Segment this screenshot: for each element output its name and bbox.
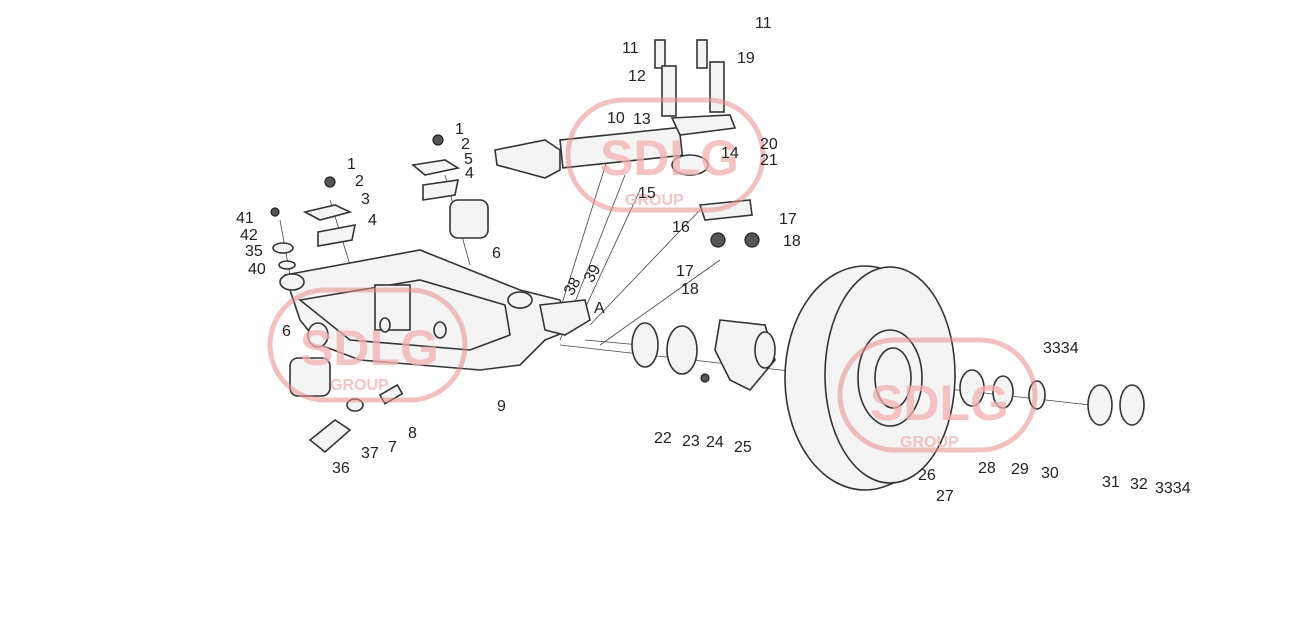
part-label: 11 bbox=[622, 40, 639, 57]
part-label: 8 bbox=[408, 425, 417, 442]
part-label: 1 bbox=[347, 156, 356, 173]
part-label: 18 bbox=[681, 281, 699, 298]
svg-text:SDLG: SDLG bbox=[300, 320, 439, 376]
part-label: 19 bbox=[737, 50, 755, 67]
part-label: 15 bbox=[638, 185, 656, 202]
svg-text:GROUP: GROUP bbox=[625, 192, 684, 209]
part-label: 26 bbox=[918, 467, 936, 484]
part-label: 41 bbox=[236, 210, 254, 227]
part-labels: 11 11 12 19 10 13 20 14 21 15 16 17 18 1… bbox=[236, 15, 1191, 505]
part-label: 28 bbox=[978, 460, 996, 477]
part-label: 29 bbox=[1011, 461, 1029, 478]
part-label: 22 bbox=[654, 430, 672, 447]
part-label: 6 bbox=[282, 323, 291, 340]
part-label: 2 bbox=[355, 173, 364, 190]
part-label: 11 bbox=[755, 15, 772, 32]
part-label: 12 bbox=[628, 68, 646, 85]
part-label: 9 bbox=[497, 398, 506, 415]
part-label: 36 bbox=[332, 460, 350, 477]
part-label: 20 bbox=[760, 136, 778, 153]
part-label: 18 bbox=[783, 233, 801, 250]
part-label: 7 bbox=[388, 439, 397, 456]
part-label: 23 bbox=[682, 433, 700, 450]
part-label: 2 bbox=[461, 136, 470, 153]
part-label: 37 bbox=[361, 445, 379, 462]
svg-text:GROUP: GROUP bbox=[900, 434, 959, 451]
part-label: 21 bbox=[760, 152, 778, 169]
svg-text:SDLG: SDLG bbox=[600, 130, 739, 186]
part-label: 17 bbox=[676, 263, 694, 280]
part-label: 30 bbox=[1041, 465, 1059, 482]
bearings bbox=[959, 369, 1145, 426]
grease-fitting bbox=[308, 419, 352, 454]
part-label: 3 bbox=[361, 191, 370, 208]
part-label: 17 bbox=[779, 211, 797, 228]
part-label: 35 bbox=[245, 243, 263, 260]
part-label: 3334 bbox=[1155, 480, 1191, 497]
part-label: 27 bbox=[936, 488, 954, 505]
part-label: A bbox=[594, 300, 605, 317]
part-label: 6 bbox=[492, 245, 501, 262]
svg-text:SDLG: SDLG bbox=[870, 375, 1009, 431]
part-label: 25 bbox=[734, 439, 752, 456]
part-label: 5 bbox=[464, 151, 473, 168]
part-label: 13 bbox=[633, 111, 651, 128]
part-label: 31 bbox=[1102, 474, 1120, 491]
part-label: 32 bbox=[1130, 476, 1148, 493]
part-label: 4 bbox=[368, 212, 377, 229]
part-label: 14 bbox=[721, 145, 739, 162]
part-label: 1 bbox=[455, 121, 464, 138]
rubber-block bbox=[449, 199, 489, 239]
svg-text:GROUP: GROUP bbox=[330, 377, 389, 394]
part-label: 3334 bbox=[1043, 340, 1079, 357]
part-label: 10 bbox=[607, 110, 625, 127]
clamp-parts bbox=[270, 134, 461, 270]
tire bbox=[784, 265, 956, 491]
part-label: 4 bbox=[465, 165, 474, 182]
part-label: 24 bbox=[706, 434, 724, 451]
part-label: 42 bbox=[240, 227, 258, 244]
watermark-logo: SDLG GROUP SDLG GROUP SDLG GROUP bbox=[267, 97, 1038, 453]
part-label: 38 bbox=[561, 275, 585, 299]
hub-assembly bbox=[631, 319, 776, 391]
part-label: 40 bbox=[248, 261, 266, 278]
part-label: 16 bbox=[672, 219, 690, 236]
part-label: 39 bbox=[581, 262, 605, 286]
